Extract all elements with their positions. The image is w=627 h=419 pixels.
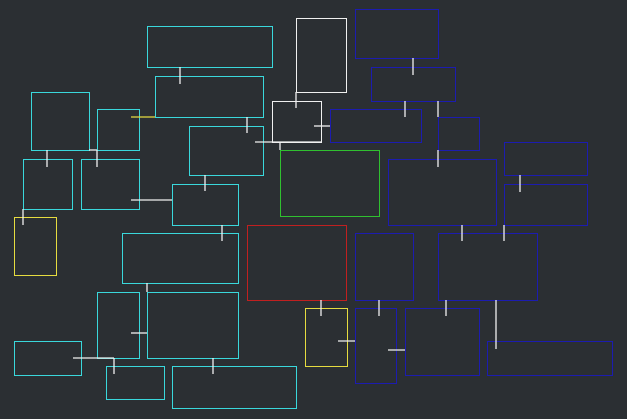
blue-box bbox=[438, 233, 538, 301]
cyan-box bbox=[147, 26, 273, 68]
blue-box bbox=[438, 117, 480, 151]
blue-box bbox=[388, 159, 497, 226]
cyan-box bbox=[155, 76, 264, 118]
yellow-box bbox=[305, 308, 348, 367]
blue-box bbox=[504, 142, 588, 176]
cyan-box bbox=[147, 292, 239, 359]
cyan-box bbox=[97, 292, 140, 359]
blue-box bbox=[504, 184, 588, 226]
cyan-box bbox=[81, 159, 140, 210]
cyan-box bbox=[106, 366, 165, 400]
yellow-box bbox=[14, 217, 57, 276]
cyan-box bbox=[122, 233, 239, 284]
blue-box bbox=[355, 9, 439, 59]
cyan-box bbox=[23, 159, 73, 210]
blue-box bbox=[405, 308, 480, 376]
green-box bbox=[280, 150, 380, 217]
cyan-box bbox=[189, 126, 264, 176]
red-box bbox=[247, 225, 347, 301]
cyan-box bbox=[31, 92, 90, 151]
cyan-box bbox=[172, 366, 297, 409]
blue-box bbox=[355, 233, 414, 301]
white-box bbox=[296, 18, 347, 93]
blue-box bbox=[487, 341, 613, 376]
cyan-box bbox=[97, 109, 140, 151]
blue-box bbox=[330, 109, 422, 143]
blue-box bbox=[355, 308, 397, 384]
